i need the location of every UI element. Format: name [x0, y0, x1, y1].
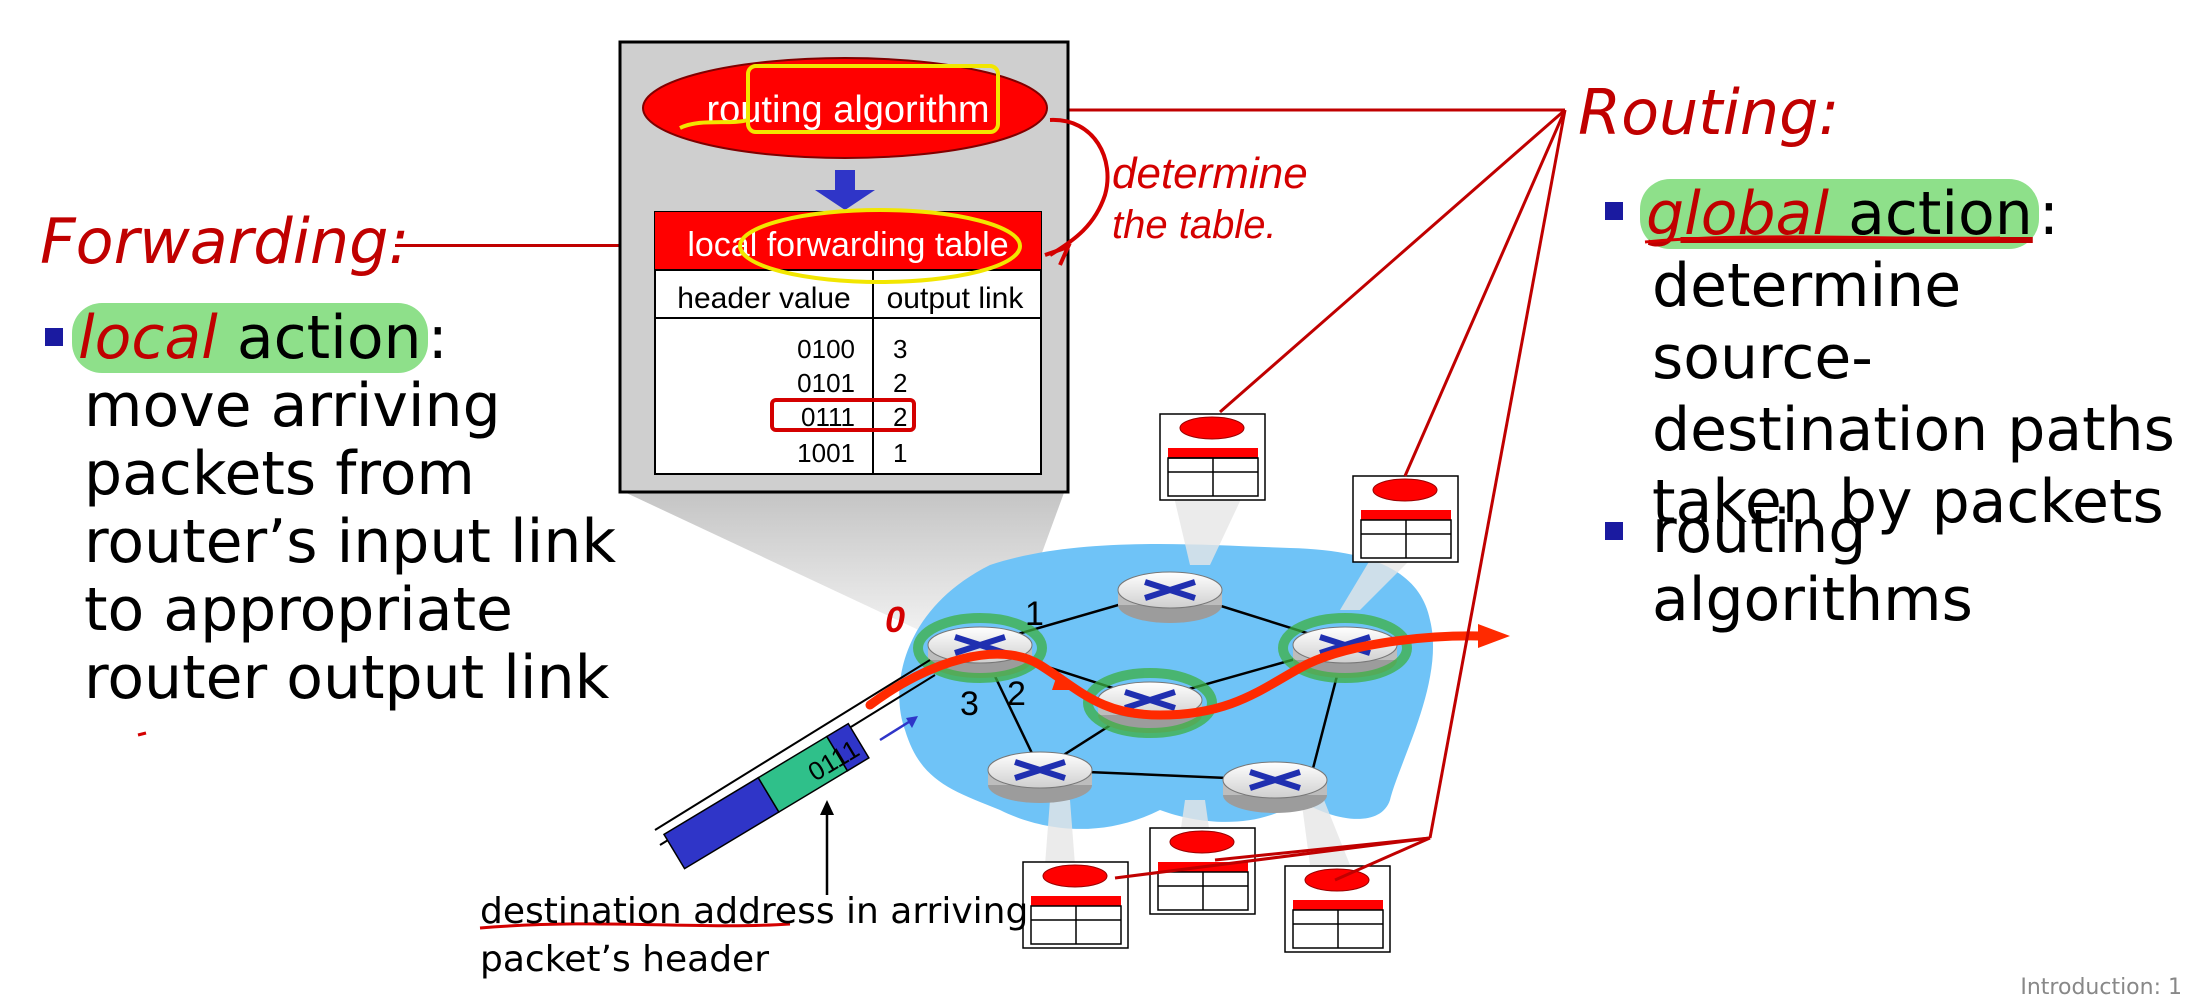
table-row-link: 2	[893, 402, 907, 432]
col-output-link: output link	[887, 282, 1025, 315]
table-row-value: 0100	[797, 334, 855, 364]
forwarding-line: to appropriate	[84, 575, 513, 645]
forwarding-bullet	[45, 328, 63, 346]
routing-connectors	[1045, 108, 1567, 882]
port-label-0: 0	[885, 599, 905, 640]
routing-line: taken by packets	[1652, 467, 2164, 537]
slide-footer: Introduction: 1	[2020, 975, 2182, 1000]
port-label-2: 2	[1007, 675, 1026, 713]
handwritten-marks	[137, 64, 2001, 930]
col-header-value: header value	[677, 282, 850, 315]
forwarding-line: router’s input link	[84, 507, 617, 577]
packet	[662, 722, 870, 870]
routed-path-arrowhead	[1478, 624, 1510, 648]
routing-bullet-1	[1605, 202, 1623, 220]
router-top[interactable]	[1117, 571, 1223, 623]
table-row-value: 1001	[797, 438, 855, 468]
routing-line: destination paths	[1652, 395, 2175, 465]
fan	[1045, 800, 1075, 865]
routed-path	[865, 631, 1485, 720]
fan	[1170, 480, 1250, 565]
router-arrowhead	[1052, 672, 1078, 690]
mini-table-bottom-left	[1022, 861, 1129, 949]
mini-table-bottom-middle	[1149, 827, 1256, 915]
mini-table-right	[1352, 475, 1459, 563]
mini-table-top	[1159, 413, 1266, 501]
table-row-value: 0101	[797, 368, 855, 398]
port-label-1: 1	[1025, 595, 1044, 633]
port-label-3: 3	[960, 685, 979, 723]
caption-line-1-rest: in arriving	[834, 891, 1029, 932]
routing-bullet-2-text: routing algorithms	[1652, 497, 1973, 635]
routing-line: determine source-	[1652, 251, 1962, 393]
forwarding-table-title: local forwarding table	[687, 226, 1008, 264]
routing-title: Routing:	[1578, 76, 1840, 149]
forwarding-line: move arriving	[84, 371, 501, 441]
caption-line-2: packet’s header	[480, 939, 770, 980]
routing-description: determine source- destination paths take…	[1652, 250, 2188, 538]
handwritten-annotation-line-2: the table.	[1112, 203, 1277, 247]
caption-pointer-arrowhead	[820, 800, 834, 815]
router-bottom-right[interactable]	[1222, 761, 1328, 813]
forwarding-connector-line	[395, 244, 645, 247]
incoming-link-upper	[654, 659, 931, 831]
forwarding-line: router output link	[84, 643, 610, 713]
routing-bullet-2	[1605, 522, 1623, 540]
packet-caption: destination address in arriving packet’s…	[480, 888, 1028, 984]
forwarding-line: packets from	[84, 439, 475, 509]
routing-colon: :	[2038, 179, 2059, 249]
local-action-word: action	[217, 303, 422, 373]
path-highlights	[913, 613, 1412, 738]
caption-destination-address: destination address	[480, 891, 835, 932]
packet-direction-arrow	[879, 718, 913, 742]
forwarding-bullet-text: local action:	[72, 303, 448, 373]
fan	[1340, 560, 1410, 610]
local-highlight: local action	[72, 303, 428, 373]
table-row-link: 2	[893, 368, 907, 398]
forwarding-title: Forwarding:	[40, 205, 410, 278]
forwarding-colon: :	[427, 303, 448, 373]
table-row-link: 1	[893, 438, 907, 468]
local-word: local	[78, 303, 218, 373]
handwritten-annotation-line-1: determine	[1112, 149, 1308, 198]
table-row-link: 3	[893, 334, 907, 364]
table-row-value: 0111	[801, 402, 855, 432]
fan	[1180, 800, 1210, 835]
packet-direction-arrowhead	[906, 716, 918, 728]
forwarding-description: move arriving packets from router’s inpu…	[84, 372, 616, 712]
routing-algorithm-label: routing algorithm	[706, 89, 989, 131]
down-arrow-icon	[815, 170, 875, 210]
router-detail-box	[618, 40, 1070, 494]
router-bottom-left[interactable]	[987, 751, 1093, 803]
